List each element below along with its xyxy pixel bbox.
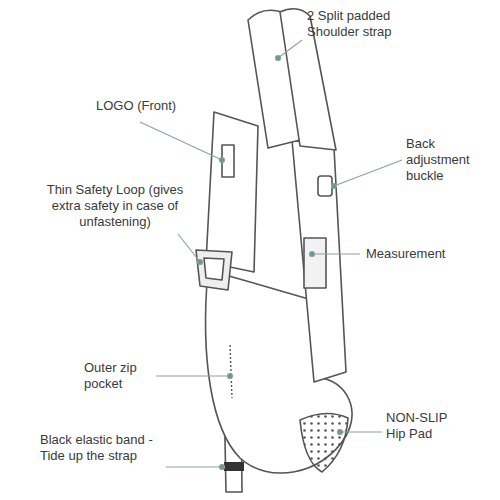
leader-dot (332, 184, 337, 189)
adjust-buckle (318, 176, 332, 196)
callout-label: Measurement (366, 246, 476, 262)
hip-pad (300, 413, 348, 472)
back-panel (292, 140, 346, 382)
callout-label: NON-SLIP Hip Pad (386, 410, 458, 442)
zip (230, 345, 232, 398)
leader-line (340, 431, 382, 432)
leader-line (312, 253, 360, 254)
callout-label: LOGO (Front) (96, 98, 196, 114)
leader-line (166, 466, 222, 467)
leader-dot (310, 252, 315, 257)
leader-dot (220, 465, 225, 470)
leader-dot (276, 56, 281, 61)
leader-line (334, 160, 402, 186)
callout-label: 2 Split padded Shoulder strap (307, 8, 417, 40)
leader-dot (220, 158, 225, 163)
front-panel (206, 112, 258, 272)
callout-label: Back adjustment buckle (406, 136, 494, 184)
leader-dot (198, 260, 203, 265)
buckle-inner (204, 258, 224, 280)
leader-line (278, 40, 302, 58)
callout-label: Outer zip pocket (84, 360, 156, 392)
leader-line (140, 122, 222, 160)
elastic-band (224, 462, 244, 471)
buckle (196, 250, 232, 290)
callout-label: Black elastic band - Tide up the strap (40, 432, 164, 464)
callout-label: Thin Safety Loop (gives extra safety in … (40, 182, 190, 230)
leader-line (178, 234, 200, 262)
leader-line (156, 375, 230, 376)
leader-dot (228, 374, 233, 379)
measure-panel (304, 238, 326, 288)
leader-dot (338, 430, 343, 435)
